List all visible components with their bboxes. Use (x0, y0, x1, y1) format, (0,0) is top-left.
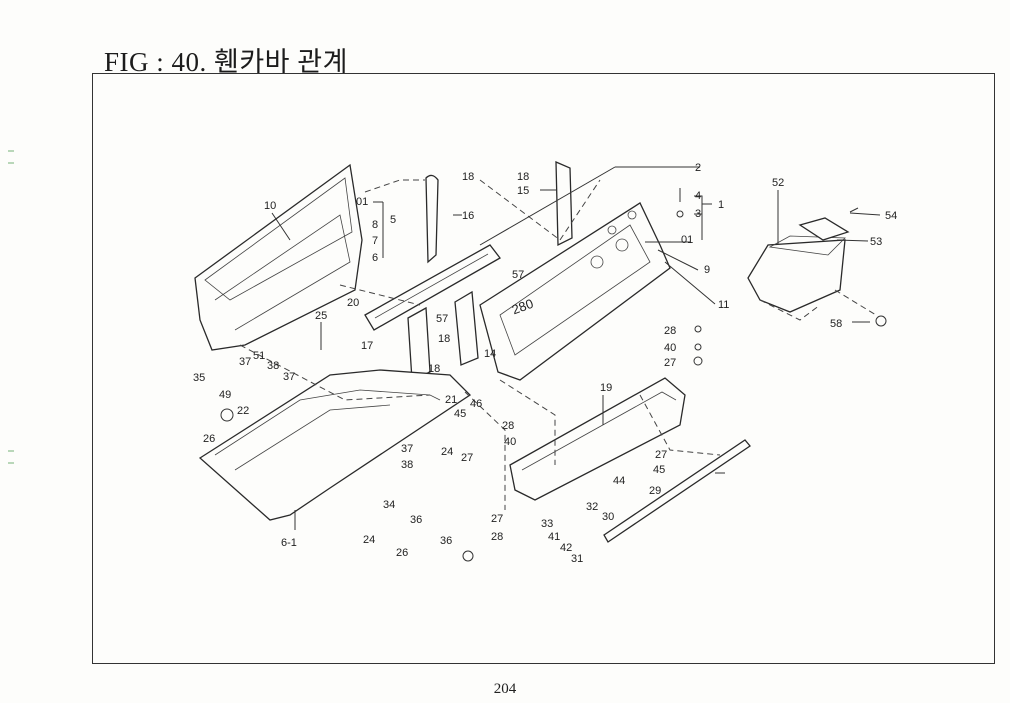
front-bumper-19 (509, 377, 686, 501)
callout-26-left: 26 (203, 433, 215, 445)
diagram-frame (92, 73, 995, 664)
callout-26-bottom: 26 (396, 547, 408, 559)
hood-panel (194, 163, 363, 351)
callout-31: 31 (571, 553, 583, 565)
callout-40-mid: 40 (504, 436, 516, 448)
callout-01-left: 01 (356, 196, 368, 208)
callout-36-bottom: 36 (440, 535, 452, 547)
callout-42: 42 (560, 542, 572, 554)
callout-51: 51 (253, 350, 265, 362)
callout-15: 17 (361, 340, 373, 352)
callout-27-bottom: 27 (491, 513, 503, 525)
callout-36-top: 37 (239, 356, 251, 368)
callout-35-mid: 36 (410, 514, 422, 526)
callout-20: 20 (347, 297, 359, 309)
page-number: 204 (493, 681, 517, 697)
callout-19: 19 (600, 382, 612, 394)
fastener-parts (220, 188, 887, 562)
callout-29-bottom: 28 (491, 531, 503, 543)
callout-6-1: 6-1 (281, 537, 297, 549)
callout-38-mid: 38 (401, 459, 413, 471)
callout-1: 1 (718, 199, 724, 211)
callout-25: 24 (441, 446, 453, 458)
callout-5: 5 (390, 214, 396, 226)
side-pillar-right (454, 290, 479, 366)
leader-lines (271, 166, 881, 530)
callout-58: 58 (830, 318, 842, 330)
callout-21: 21 (445, 394, 457, 406)
callout-27-lower: 27 (655, 449, 667, 461)
callout-54: 54 (885, 210, 897, 222)
callout-41: 41 (548, 531, 560, 543)
callout-4: 4 (695, 190, 701, 202)
figure-title: FIG : 40. 휀카바 관계 (104, 47, 348, 77)
callout-16: 15 (517, 185, 529, 197)
callout-49: 49 (219, 389, 231, 401)
callout-7: 7 (372, 235, 378, 247)
callout-34: 34 (383, 499, 395, 511)
callout-32: 32 (586, 501, 598, 513)
scan-margin-marks (8, 150, 14, 570)
callout-17: 16 (462, 210, 474, 222)
callout-2: 2 (695, 162, 701, 174)
callout-29-right: 29 (649, 485, 661, 497)
callout-01-right: 01 (681, 234, 693, 246)
floor-panel (198, 369, 472, 521)
callout-3: 3 (695, 208, 701, 220)
assembly-guide-lines (239, 179, 877, 510)
callout-10: 10 (264, 200, 276, 212)
callout-52: 52 (772, 177, 784, 189)
callout-18-top: 18 (517, 171, 529, 183)
vertical-strip-16 (555, 161, 573, 247)
callout-57-left: 57 (436, 313, 448, 325)
callout-9: 9 (704, 264, 710, 276)
callout-27-mid: 27 (461, 452, 473, 464)
callout-18-left: 18 (438, 333, 450, 345)
callout-46: 46 (470, 398, 482, 410)
vertical-strip-17 (425, 174, 439, 264)
callout-37-mid: 37 (401, 443, 413, 455)
callout-280: 280 (510, 296, 536, 318)
callout-57-top: 57 (512, 269, 524, 281)
callout-43: 44 (613, 475, 625, 487)
callout-44: 45 (653, 464, 665, 476)
callout-22: 22 (237, 405, 249, 417)
callout-37-top: 37 (283, 371, 295, 383)
callout-40-right: 40 (664, 342, 676, 354)
callout-30: 30 (602, 511, 614, 523)
callout-24: 24 (363, 534, 375, 546)
front-grille-panel (479, 202, 671, 381)
callout-45: 45 (454, 408, 466, 420)
side-pillar-left (407, 306, 431, 381)
callout-35-left: 35 (193, 372, 205, 384)
bottom-strip-1 (603, 439, 751, 543)
callout-27-right: 27 (664, 357, 676, 369)
console-box-52 (747, 217, 850, 313)
callout-14: 14 (484, 348, 496, 360)
callout-53: 53 (870, 236, 882, 248)
callout-18-low: 18 (428, 363, 440, 375)
callout-11: 11 (718, 299, 729, 311)
callout-28-right: 28 (664, 325, 676, 337)
callout-28-mid: 28 (502, 420, 514, 432)
callout-6: 6 (372, 252, 378, 264)
callout-8: 8 (372, 219, 378, 231)
callout-33: 33 (541, 518, 553, 530)
upper-rail (364, 244, 501, 331)
callout-18-mid: 18 (462, 171, 474, 183)
callout-38-top: 38 (267, 360, 279, 372)
callout-26-top: 25 (315, 310, 327, 322)
callout-labels: 2 4 3 1 01 9 11 52 54 53 58 28 40 27 19 … (193, 162, 897, 565)
